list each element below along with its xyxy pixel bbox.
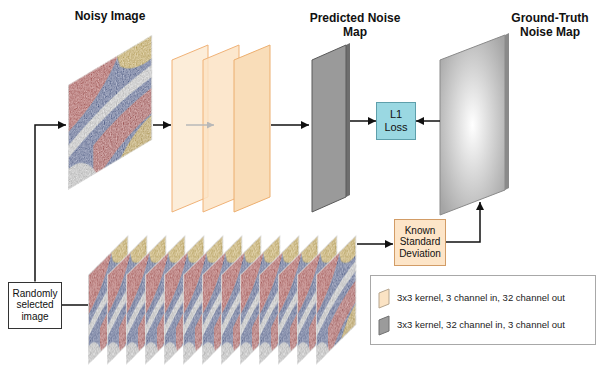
box-label: Randomly selected image bbox=[12, 288, 58, 323]
legend-swatch bbox=[379, 316, 389, 335]
legend: 3x3 kernel, 3 channel in, 32 channel out… bbox=[370, 275, 596, 345]
flow-arrow bbox=[153, 124, 171, 126]
heading-label: Predicted Noise Map bbox=[305, 12, 405, 40]
ground-truth-slab bbox=[440, 35, 505, 215]
ground-truth-node: Ground-Truth Noise Map bbox=[440, 12, 508, 202]
stack-image bbox=[316, 235, 356, 365]
heading-label: Noisy Image bbox=[60, 10, 160, 24]
slab-side bbox=[505, 33, 509, 190]
conv-layer bbox=[234, 45, 270, 212]
image-node: Noisy Image bbox=[66, 10, 154, 192]
connector-arrow bbox=[350, 120, 376, 122]
legend-swatch bbox=[379, 289, 389, 308]
connector-arrow bbox=[446, 202, 480, 242]
predicted-map-slab bbox=[312, 45, 346, 212]
predicted-map-node: Predicted Noise Map bbox=[310, 12, 350, 212]
process-box: Randomly selected image bbox=[8, 282, 62, 329]
legend-label: 3x3 kernel, 32 channel in, 3 channel out bbox=[397, 319, 565, 330]
slab-side bbox=[346, 43, 350, 197]
wire bbox=[62, 304, 88, 306]
box-label: Known Standard Deviation bbox=[398, 225, 442, 260]
legend-row: 3x3 kernel, 32 channel in, 3 channel out bbox=[377, 311, 591, 338]
legend-swatch bbox=[377, 314, 391, 336]
box-label: L1 Loss bbox=[383, 108, 409, 133]
legend-row: 3x3 kernel, 3 channel in, 32 channel out bbox=[377, 284, 591, 311]
loss-box: L1 Loss bbox=[376, 102, 416, 140]
connector-arrow bbox=[416, 120, 440, 122]
image-stack bbox=[88, 235, 356, 365]
heading-label: Ground-Truth Noise Map bbox=[504, 12, 596, 40]
flow-arrow bbox=[186, 124, 214, 126]
legend-swatch bbox=[377, 287, 391, 309]
conv-layers bbox=[172, 45, 270, 212]
process-box: Known Standard Deviation bbox=[394, 219, 446, 266]
noisy-image bbox=[68, 35, 152, 190]
flow-arrow bbox=[357, 243, 393, 245]
flow-arrow bbox=[271, 124, 309, 126]
connector-arrow bbox=[35, 125, 66, 282]
legend-label: 3x3 kernel, 3 channel in, 32 channel out bbox=[397, 292, 565, 303]
